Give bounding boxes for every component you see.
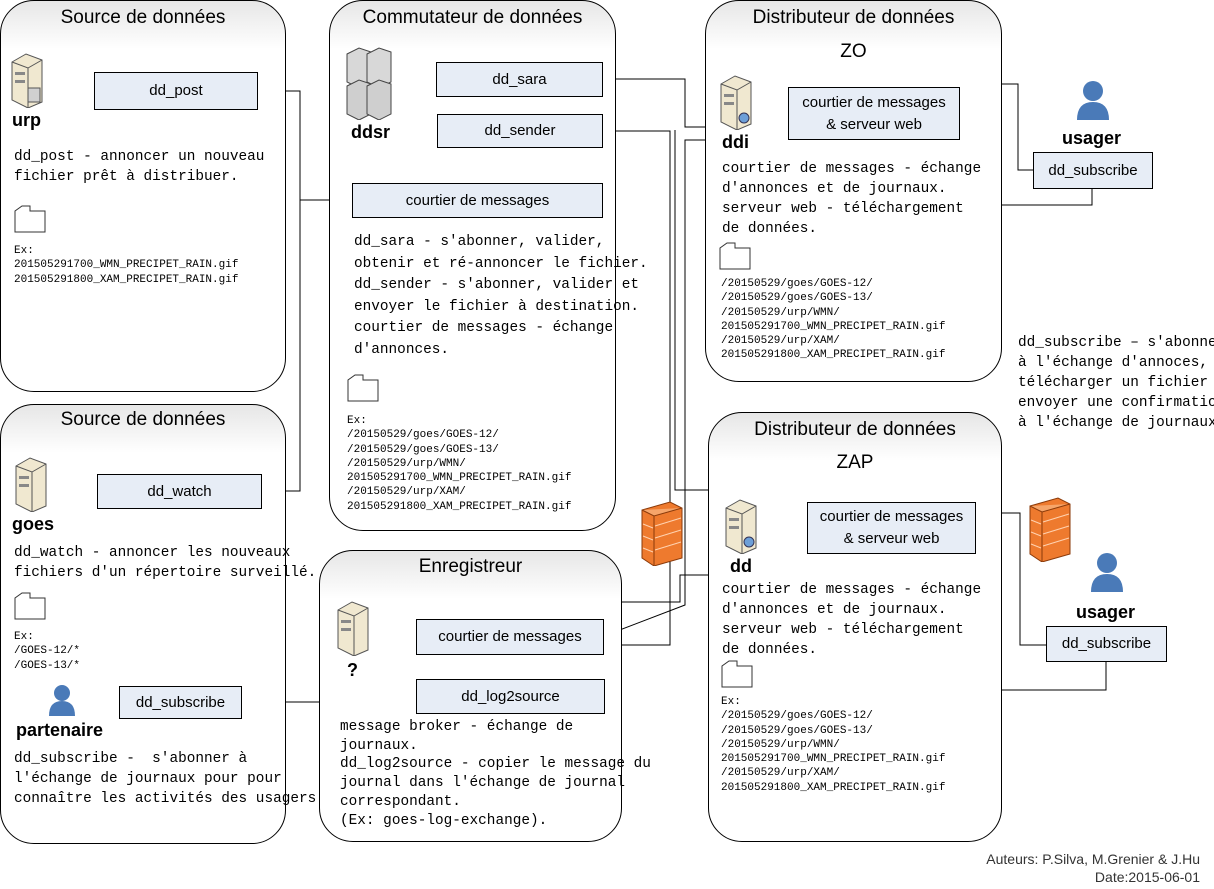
component-label-line2: & serveur web — [843, 530, 940, 547]
component-label-line1: courtier de messages — [819, 508, 964, 526]
panel-title: Enregistreur — [418, 556, 523, 577]
server-cluster-icon — [346, 47, 392, 120]
partner-description: dd_subscribe - s'abonner à l'échange de … — [14, 751, 325, 807]
node-label: ddi — [722, 132, 749, 152]
user-label: usager — [1062, 128, 1122, 148]
node-label: urp — [12, 110, 41, 130]
user-label: usager — [1076, 602, 1136, 622]
partner-label: partenaire — [16, 720, 104, 740]
example-paths: Ex: /GOES-12/* /GOES-13/* — [14, 631, 81, 672]
example-paths: Ex: /20150529/goes/GOES-12/ /20150529/go… — [347, 415, 572, 513]
node-label: dd — [730, 556, 752, 576]
example-paths: /20150529/goes/GOES-12/ /20150529/goes/G… — [721, 278, 946, 362]
panel-title: Commutateur de données — [362, 7, 583, 28]
folder-icon — [14, 592, 46, 620]
component-description: dd_watch - annoncer les nouveaux fichier… — [14, 545, 317, 581]
component-label-line2: & serveur web — [826, 115, 922, 133]
server-icon — [15, 457, 47, 512]
dd-watch-component[interactable]: dd_watch — [97, 474, 262, 509]
panel-subtitle: ZO — [840, 41, 867, 62]
node-label: goes — [12, 514, 55, 534]
panel-distributor-zap — [708, 412, 1002, 842]
panel-title: Distributeur de données — [752, 7, 955, 28]
panel-distributor-zo — [705, 0, 1002, 382]
panel-source-urp — [0, 0, 286, 392]
server-icon — [337, 601, 369, 656]
message-broker-component[interactable]: courtier de messages — [352, 183, 603, 218]
server-icon — [720, 75, 752, 130]
folder-icon — [721, 660, 753, 688]
server-icon — [11, 53, 43, 108]
folder-icon — [347, 374, 379, 402]
component-label-line1: courtier de messages — [802, 93, 946, 111]
dd-post-component[interactable]: dd_post — [94, 72, 258, 110]
zo-broker-webserver-component[interactable]: courtier de messages & serveur web — [788, 87, 960, 140]
panel-subtitle: ZAP — [836, 452, 874, 473]
node-label: ? — [347, 660, 358, 680]
usager-zap-dd-subscribe-component[interactable]: dd_subscribe — [1046, 626, 1167, 662]
partner-dd-subscribe-component[interactable]: dd_subscribe — [119, 686, 242, 719]
firewall-icon — [641, 501, 683, 566]
zap-broker-webserver-component[interactable]: courtier de messages & serveur web — [807, 502, 976, 554]
dd-sender-component[interactable]: dd_sender — [437, 114, 603, 148]
folder-icon — [719, 242, 751, 270]
example-paths: Ex: /20150529/goes/GOES-12/ /20150529/go… — [721, 696, 946, 794]
panel-title: Source de données — [60, 409, 226, 430]
node-label: ddsr — [351, 122, 391, 142]
dd-log2source-component[interactable]: dd_log2source — [416, 679, 605, 714]
date-credit: Date:2015-06-01 — [1094, 869, 1200, 885]
user-icon — [1077, 81, 1109, 120]
server-icon — [725, 499, 757, 554]
panel-title: Distributeur de données — [754, 419, 956, 440]
component-description: courtier de messages - échange d'annonce… — [722, 582, 982, 658]
component-description: dd_sara - s'abonner, valider, obtenir et… — [354, 234, 648, 359]
user-icon — [1091, 553, 1123, 592]
component-description: courtier de messages - échange d'annonce… — [722, 161, 982, 237]
example-files: Ex: 201505291700_WMN_PRECIPET_RAIN.gif 2… — [14, 245, 239, 286]
usager-zo-dd-subscribe-component[interactable]: dd_subscribe — [1033, 152, 1153, 189]
panel-title: Source de données — [60, 7, 226, 28]
usager-note: dd_subscribe – s'abonner à l'échange d'a… — [1018, 335, 1214, 431]
component-description: message broker - échange de journaux. dd… — [340, 719, 651, 829]
firewall-icon — [1029, 497, 1071, 562]
dd-sara-component[interactable]: dd_sara — [436, 62, 603, 97]
authors-credit: Auteurs: P.Silva, M.Grenier & J.Hu — [986, 851, 1200, 867]
log-message-broker-component[interactable]: courtier de messages — [416, 619, 604, 655]
folder-icon — [14, 205, 46, 233]
component-description: dd_post - annoncer un nouveau fichier pr… — [14, 149, 265, 185]
user-icon — [49, 685, 75, 716]
